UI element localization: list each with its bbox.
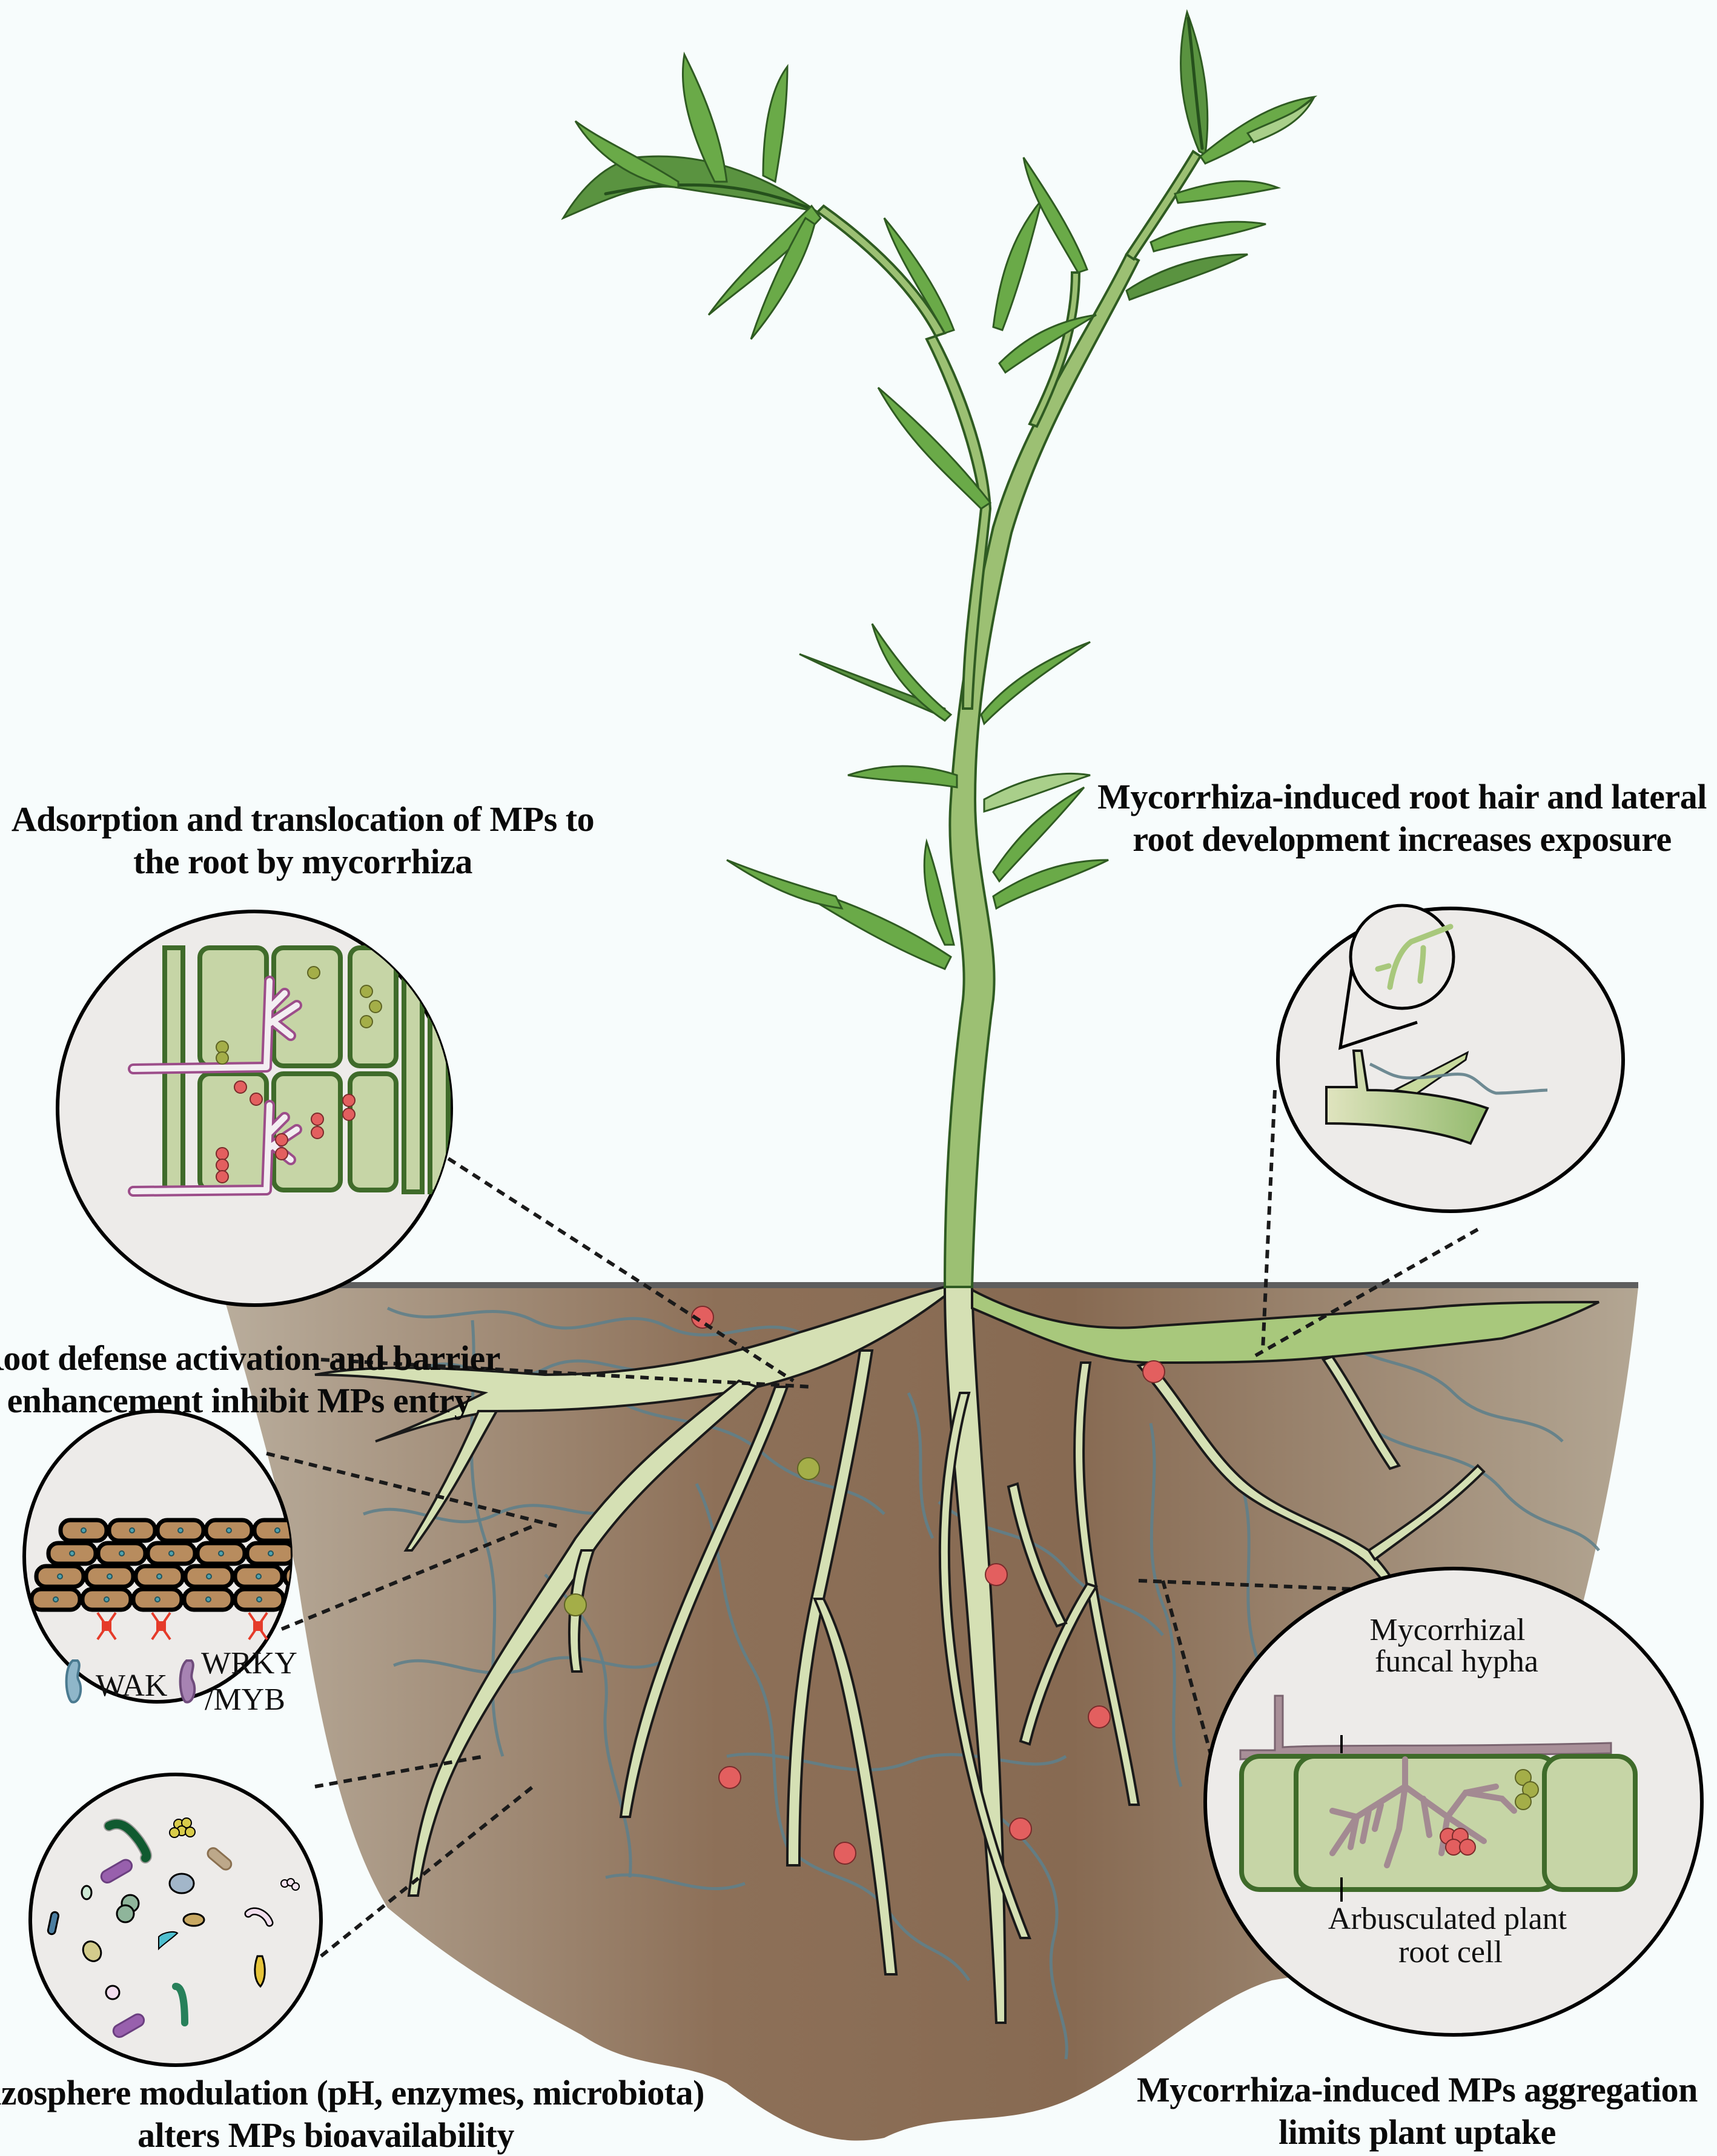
mp-particle — [1142, 1360, 1165, 1383]
panel-defense: Root defense activation and barrier enha… — [0, 1338, 501, 1717]
panel-adsorption-title-2: the root by mycorrhiza — [133, 842, 472, 881]
cell-nucleus — [226, 1527, 232, 1533]
cell-nucleus — [53, 1596, 59, 1602]
root-segment — [1325, 1050, 1489, 1145]
panel-rhizosphere-title-2: alters MPs bioavailability — [137, 2115, 514, 2155]
cell-nucleus — [205, 1596, 211, 1602]
wak-label: WAK — [96, 1668, 168, 1703]
cell-label: Arbusculated plant — [1328, 1902, 1567, 1936]
leaves — [561, 8, 1318, 970]
cell-nucleus — [156, 1573, 162, 1579]
coccus-cluster — [169, 1817, 196, 1838]
cell-nucleus — [177, 1527, 184, 1533]
panel-rhizosphere — [28, 1773, 323, 2067]
panel-adsorption-title: Adsorption and translocation of MPs to — [12, 799, 594, 839]
cell-nucleus — [104, 1596, 110, 1602]
root-system — [314, 1285, 1600, 2024]
mp-particle — [985, 1563, 1008, 1586]
bacterium — [105, 1819, 151, 1862]
root-lateral-right — [971, 1288, 1600, 1364]
panel-root-hair-title: Mycorrhiza-induced root hair and lateral — [1097, 777, 1707, 816]
cell-nucleus — [206, 1573, 212, 1579]
mp-particle — [1088, 1705, 1111, 1728]
cell-label-2: root cell — [1398, 1935, 1503, 1969]
cell-nucleus — [274, 1527, 280, 1533]
cell-nucleus — [154, 1596, 160, 1602]
mp-particle — [833, 1842, 856, 1865]
zoom-circle — [28, 1773, 323, 2067]
panel-aggregation-title-2: limits plant uptake — [1279, 2112, 1556, 2152]
callout-connectors — [266, 1090, 1479, 1958]
cell-nucleus — [256, 1596, 262, 1602]
hypha-label: Mycorrhizal — [1369, 1613, 1525, 1647]
mp-particle — [1009, 1817, 1032, 1840]
cell-nucleus — [119, 1550, 125, 1556]
cell-nucleus — [57, 1573, 63, 1579]
panel-root-hair-title-2: root development increases exposure — [1133, 819, 1671, 859]
hypha-label-2: funcal hypha — [1375, 1644, 1538, 1679]
myb-label: /MYB — [205, 1682, 285, 1717]
mp-particle-olive — [564, 1593, 587, 1616]
cell-nucleus — [129, 1527, 135, 1533]
panel-defense-title: Root defense activation and barrier — [0, 1338, 500, 1378]
wrky-myb-protein-icon — [179, 1659, 196, 1704]
wak-protein-icon — [65, 1659, 82, 1704]
panel-aggregation-title: Mycorrhiza-induced MPs aggregation — [1137, 2070, 1698, 2109]
wrky-label: WRKY — [201, 1646, 297, 1681]
panel-defense-title-2: enhancement inhibit MPs entry — [7, 1381, 472, 1420]
cell-nucleus — [81, 1527, 87, 1533]
arbuscule — [1329, 1756, 1517, 1868]
plant-shoot — [561, 8, 1318, 1288]
main-stem — [943, 253, 1140, 1288]
root-cell — [282, 1564, 291, 1589]
mp-particle-olive — [797, 1457, 820, 1480]
cell-nucleus — [107, 1573, 113, 1579]
cell-nucleus — [218, 1550, 224, 1556]
cell-wall-barrier — [29, 1518, 291, 1612]
cell-nucleus — [69, 1550, 75, 1556]
panel-root-hair — [1276, 904, 1625, 1213]
blocked-entry-markers — [96, 1612, 268, 1641]
panel-adsorption: Adsorption and translocation of MPs to t… — [12, 799, 595, 1307]
soil-microplastics — [564, 1306, 1165, 1865]
root-lateral-left — [314, 1285, 946, 1443]
mp-particle — [691, 1306, 714, 1329]
mp-particle — [718, 1766, 741, 1789]
cell-nucleus — [256, 1573, 262, 1579]
microbiota — [47, 1817, 300, 2038]
cell-nucleus — [168, 1550, 174, 1556]
panel-aggregation: Mycorrhizal funcal hypha Arbusculated pl… — [1203, 1567, 1704, 2037]
panel-rhizosphere-title: Rhizosphere modulation (pH, enzymes, mic… — [0, 2073, 704, 2112]
cell-nucleus — [268, 1550, 274, 1556]
